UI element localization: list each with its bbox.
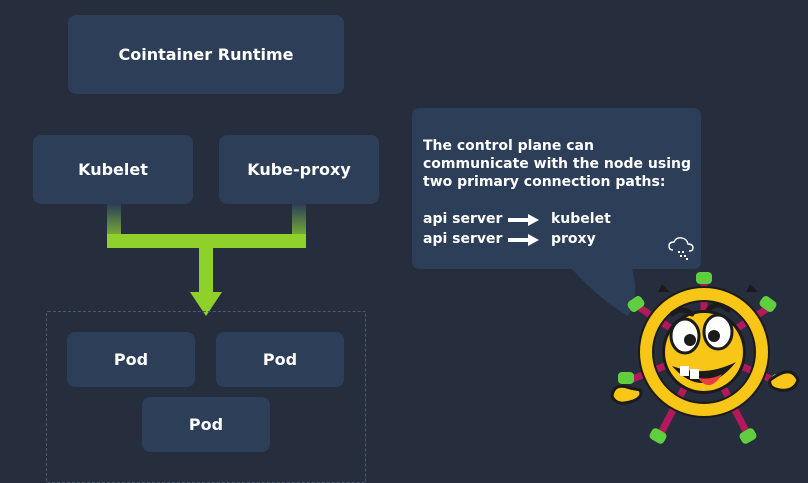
pod-box: Pod: [142, 397, 270, 452]
pod-box: Pod: [67, 332, 195, 387]
kubelet-box: Kubelet: [33, 135, 193, 204]
kube-proxy-box: Kube-proxy: [219, 135, 379, 204]
pod-label: Pod: [113, 350, 149, 369]
arrow-right-icon: [508, 234, 539, 246]
container-runtime-label: Cointainer Runtime: [118, 45, 294, 64]
path-source: api server: [423, 211, 503, 227]
pod-label: Pod: [262, 350, 298, 369]
path-source: api server: [423, 231, 503, 247]
arrow-right-icon: [508, 214, 539, 226]
container-runtime-box: Cointainer Runtime: [68, 15, 344, 94]
callout-text: The control plane can communicate with t…: [423, 138, 691, 190]
cloud-logo-icon: [668, 237, 694, 260]
connector-arrow: [107, 204, 306, 316]
pod-label: Pod: [188, 415, 224, 434]
speech-bubble: [412, 108, 701, 316]
pod-box: Pod: [216, 332, 344, 387]
path-target: proxy: [551, 231, 596, 247]
mascot-illustration: [610, 272, 800, 444]
path-target: kubelet: [551, 211, 611, 227]
kube-proxy-label: Kube-proxy: [247, 160, 351, 179]
kubelet-label: Kubelet: [78, 160, 148, 179]
